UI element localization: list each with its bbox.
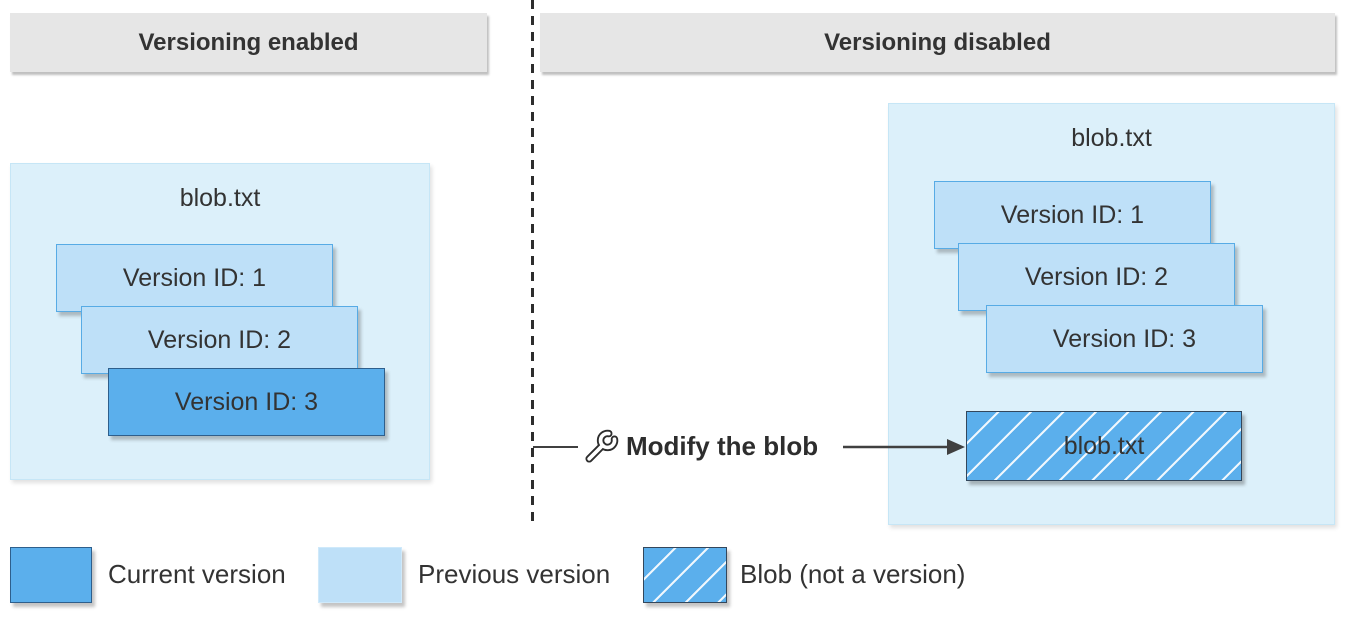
legend-swatch-blob-not-a-version [643, 547, 727, 603]
version-box-current: Version ID: 3 [108, 368, 385, 436]
legend-label-current-version: Current version [108, 559, 286, 589]
version-box-previous: Version ID: 1 [934, 181, 1211, 249]
blob-container-versioning-disabled: blob.txt Version ID: 1 Version ID: 2 Ver… [888, 103, 1335, 525]
blob-title: blob.txt [179, 184, 261, 212]
version-box-previous: Version ID: 3 [986, 305, 1263, 373]
version-box-previous: Version ID: 2 [958, 243, 1235, 311]
connector-line [533, 446, 578, 448]
modify-the-blob-label: Modify the blob [626, 431, 819, 461]
header-versioning-enabled: Versioning enabled [10, 13, 487, 72]
legend-label-blob-not-a-version: Blob (not a version) [740, 559, 966, 589]
blob-title: blob.txt [1071, 124, 1152, 152]
version-box-previous: Version ID: 2 [81, 306, 358, 374]
header-versioning-disabled: Versioning disabled [540, 13, 1335, 72]
blob-not-a-version-box: blob.txt [966, 411, 1242, 481]
legend-swatch-current-version [10, 547, 92, 603]
legend-swatch-previous-version [318, 547, 402, 603]
legend-label-previous-version: Previous version [418, 559, 611, 589]
blob-container-versioning-enabled: blob.txt Version ID: 1 Version ID: 2 Ver… [10, 163, 430, 480]
arrow-right-icon [843, 439, 965, 455]
dashed-divider-line [531, 0, 534, 526]
version-box-previous: Version ID: 1 [56, 244, 333, 312]
wrench-icon [585, 429, 619, 463]
